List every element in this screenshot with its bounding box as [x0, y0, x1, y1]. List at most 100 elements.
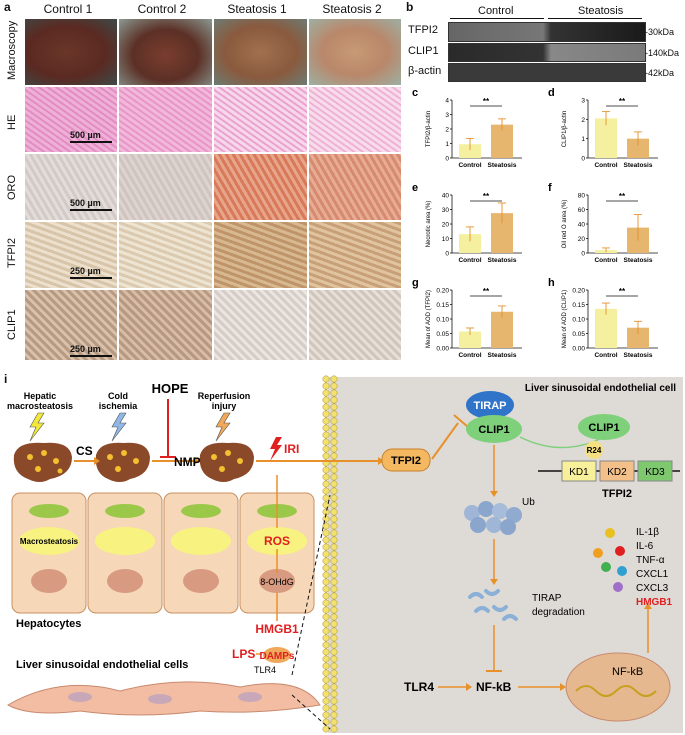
membrane-bead [322, 480, 330, 488]
scalebar-clip1-label: 250 µm [70, 344, 101, 354]
membrane-bead [330, 655, 338, 663]
tirap-shape [466, 391, 514, 419]
membrane-bead [330, 396, 338, 404]
significance-label: ** [483, 287, 490, 296]
arrow-clip1-down-head [490, 491, 498, 497]
scalebar-he: 500 µm [70, 130, 112, 143]
membrane-bead [330, 403, 338, 411]
tfpi2-box-label: TFPI2 [391, 455, 421, 467]
membrane-bead [330, 585, 338, 593]
tirap-fragments [468, 589, 518, 621]
liver-icon-3 [199, 442, 254, 482]
membrane-bead [322, 445, 330, 453]
row-clip1: CLIP1 [6, 309, 18, 340]
zoom-line-top [291, 494, 331, 676]
damps-receptor [263, 647, 291, 663]
membrane-bead [330, 676, 338, 684]
x-tick-label: Control [458, 257, 481, 264]
arrow-ub-down-head [490, 579, 498, 585]
y-tick-label: 0.20 [436, 288, 449, 295]
significance-label: ** [619, 192, 626, 201]
tlr4-left-label: TLR4 [254, 665, 276, 675]
membrane-bead [322, 403, 330, 411]
y-tick-label: 20 [442, 222, 450, 229]
bar [459, 331, 481, 348]
x-tick-label: Control [594, 352, 617, 359]
clip1-steatosis-2 [308, 289, 402, 361]
clip1-bound-shape [578, 414, 630, 440]
y-tick-label: 0 [581, 251, 585, 258]
membrane-bead [330, 620, 338, 628]
membrane-bead [330, 592, 338, 600]
membrane-bead [330, 389, 338, 397]
nucleus [565, 652, 671, 722]
x-tick-label: Steatosis [624, 352, 653, 359]
membrane-bead [322, 690, 330, 698]
membrane-bead [322, 466, 330, 474]
y-axis-label: Oil red O area (%) [562, 200, 568, 249]
lightning-icon-cold [111, 412, 127, 442]
membrane-bead [322, 676, 330, 684]
nfkb-label: NF-kB [476, 680, 512, 694]
x-tick-label: Steatosis [624, 257, 653, 264]
row-macroscopy: Macroscopy [6, 20, 18, 80]
chart-panel-letter: c [412, 87, 418, 99]
membrane-bead [330, 473, 338, 481]
blot-kda-clip1: -140kDa [645, 48, 680, 58]
membrane-bead [322, 585, 330, 593]
lightning-icon-reperfusion [215, 412, 231, 442]
membrane-bead [322, 536, 330, 544]
bar [627, 327, 649, 348]
nmp-label: NMP [174, 455, 201, 469]
membrane-bead [322, 606, 330, 614]
chart-panel-letter: h [548, 277, 555, 289]
membrane-bead [322, 550, 330, 558]
membrane-bead [322, 620, 330, 628]
domain-kd1 [561, 460, 597, 482]
membrane-bead [322, 578, 330, 586]
oro-steatosis-2 [308, 153, 402, 221]
arrow-nmp-head [194, 457, 200, 465]
membrane-bead [330, 725, 338, 733]
membrane-bead [330, 494, 338, 502]
membrane-bead [322, 375, 330, 383]
nfkb-nucleus-label: NF-kB [612, 666, 643, 678]
x-tick-label: Steatosis [624, 162, 653, 169]
domain-kd1-label: KD1 [569, 467, 589, 478]
y-tick-label: 0.15 [436, 302, 449, 309]
blot-kda-actin: -42kDa [645, 68, 675, 78]
step-macrosteatosis-l2: macrosteatosis [7, 401, 73, 411]
lightning-icon-iri [270, 437, 282, 461]
cytokine-hmgb1: HMGB1 [636, 597, 673, 608]
membrane-bead [330, 718, 338, 726]
membrane-bead [322, 424, 330, 432]
membrane-bead [322, 543, 330, 551]
iri-label: IRI [284, 442, 299, 456]
membrane-bead [322, 452, 330, 460]
cytokine-cxcl3: CXCL3 [636, 583, 669, 594]
membrane-bead [330, 662, 338, 670]
membrane-bead [330, 445, 338, 453]
y-tick-label: 4 [445, 98, 449, 105]
col-steatosis-1: Steatosis 1 [227, 2, 287, 16]
y-tick-label: 0.05 [436, 331, 449, 338]
blot-strip-actin [448, 63, 646, 82]
nuclei [31, 569, 295, 593]
y-tick-label: 0 [445, 251, 449, 258]
membrane-bead [330, 522, 338, 530]
damps-label: DAMPs [259, 651, 294, 662]
membrane-bead [322, 634, 330, 642]
col-control-2: Control 2 [137, 2, 187, 16]
clip1-control-2 [118, 289, 213, 361]
membrane-bead [322, 473, 330, 481]
membrane-bead [330, 641, 338, 649]
membrane-bead [322, 438, 330, 446]
clip1-bound-label: CLIP1 [588, 422, 619, 434]
arrow-cytokines-head [644, 603, 652, 609]
membrane-bead [330, 634, 338, 642]
membrane-bead [322, 494, 330, 502]
membrane-bead [322, 683, 330, 691]
membrane-bead [322, 564, 330, 572]
